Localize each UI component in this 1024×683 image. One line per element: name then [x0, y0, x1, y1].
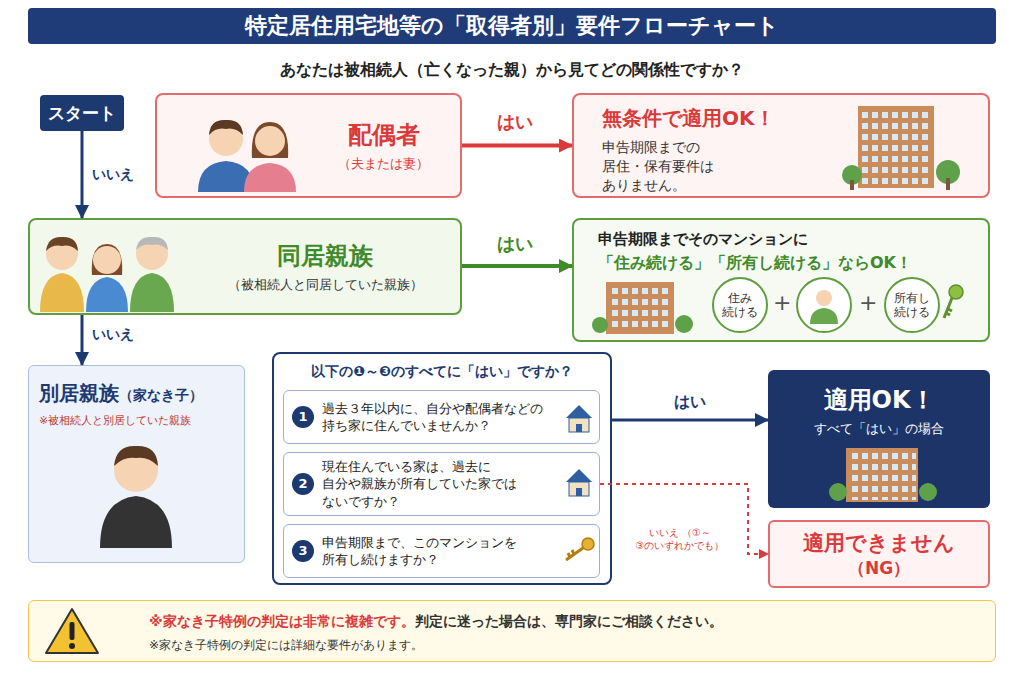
- node-text: 申告期限まで、このマンションを 所有し続けますか？: [322, 534, 555, 569]
- condition-circle: 住み 続ける: [712, 277, 768, 333]
- node-heading: 配偶者: [348, 119, 420, 151]
- node-heading: 適用できません: [803, 529, 955, 557]
- node-text: 申告期限までの 居住・保有要件は ありません。: [602, 138, 732, 195]
- edge-label: はい: [665, 392, 715, 413]
- title-banner: 特定居住用宅地等の「取得者別」要件フローチャート: [28, 8, 996, 44]
- node-heading: 無条件で適用OK！: [602, 105, 848, 132]
- node-text: （被相続人と同居していた親族）: [228, 276, 423, 294]
- edge-label: いいえ （①～③のいずれかでも）: [618, 526, 742, 552]
- flow-arrow: [462, 144, 572, 148]
- plus-sign: +: [859, 290, 873, 315]
- flow-arrow: [600, 484, 768, 554]
- family-figure: [40, 237, 174, 312]
- node-text: （NG）: [848, 557, 910, 580]
- condition-circle: 所有し 続ける: [884, 277, 940, 333]
- edge-label: いいえ: [92, 326, 134, 344]
- node-heading: 3: [292, 540, 314, 562]
- flow-arrow: [81, 315, 84, 365]
- node-text: 過去３年以内に、自分や配偶者などの 持ち家に住んでいませんか？: [322, 400, 555, 435]
- node-heading: 適用OK！: [768, 384, 990, 416]
- start-box: スタート: [40, 95, 124, 131]
- flow-arrow: [462, 264, 572, 268]
- question-group: 以下の❶～❸のすべてに「はい」ですか？ 1 過去３年以内に、自分や配偶者などの 持ち…: [272, 352, 612, 585]
- node-heading: 以下の❶～❸のすべてに「はい」ですか？: [274, 363, 610, 381]
- node-heading: 申告期限までそのマンションに: [598, 230, 974, 249]
- node-text: ※被相続人と別居していた親族: [39, 413, 234, 428]
- node-text: （夫または妻）: [338, 155, 429, 173]
- question-box: 3 申告期限まで、このマンションを 所有し続けますか？: [283, 524, 600, 578]
- node-text: ※家なき子特例の判定には詳細な要件があります。: [149, 637, 983, 654]
- node-text: すべて「はい」の場合: [768, 420, 990, 438]
- question-box: 2 現在住んでいる家は、過去に 自分や親族が所有していた家では ないですか？: [283, 452, 600, 516]
- node-heading: 別居親族: [39, 381, 119, 405]
- question-box: 1 過去３年以内に、自分や配偶者などの 持ち家に住んでいませんか？: [283, 390, 600, 444]
- flow-arrow: [81, 131, 84, 218]
- flow-arrow: [612, 419, 768, 422]
- node-heading: 住み 続ける: [718, 291, 762, 320]
- node-heading: 1: [292, 406, 314, 428]
- node-heading: 同居親族: [277, 240, 373, 272]
- node-heading: 所有し 続ける: [890, 291, 934, 320]
- edge-label: はい: [490, 232, 540, 256]
- node-text: 現在住んでいる家は、過去に 自分や親族が所有していた家では ないですか？: [322, 458, 555, 511]
- edge-label: はい: [490, 110, 540, 134]
- node-text: 「住み続ける」「所有し続ける」ならOK！: [598, 253, 974, 274]
- result-box: 適用できません（NG）: [768, 520, 990, 588]
- question-text: あなたは被相続人（亡くなった親）から見てどの関係性ですか？: [0, 60, 1024, 81]
- node-text: （家なき子）: [119, 387, 203, 403]
- node-heading: 2: [292, 473, 314, 495]
- warning-box: ※家なき子特例の判定は非常に複雑です。判定に迷った場合は、専門家にご相談ください…: [28, 600, 996, 662]
- node-heading: ※家なき子特例の判定は非常に複雑です。: [149, 613, 415, 629]
- node-heading: スタート: [48, 102, 116, 125]
- node-text: 判定に迷った場合は、専門家にご相談ください。: [415, 613, 723, 629]
- plus-sign: +: [773, 290, 787, 315]
- edge-label: いいえ: [92, 166, 134, 184]
- person-circle: [797, 278, 851, 332]
